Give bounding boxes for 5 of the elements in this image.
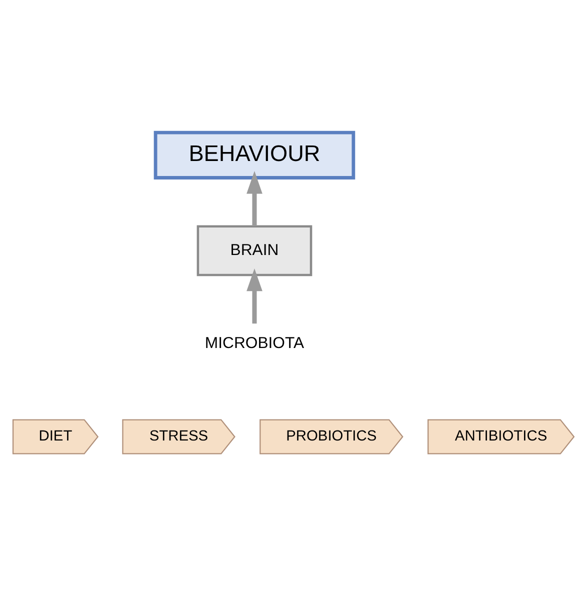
node-text: MICROBIOTA [204, 335, 304, 352]
arrow [246, 171, 262, 226]
node-box: BEHAVIOUR [154, 130, 356, 180]
arrow [246, 268, 262, 324]
node-box: BRAIN [196, 225, 312, 276]
